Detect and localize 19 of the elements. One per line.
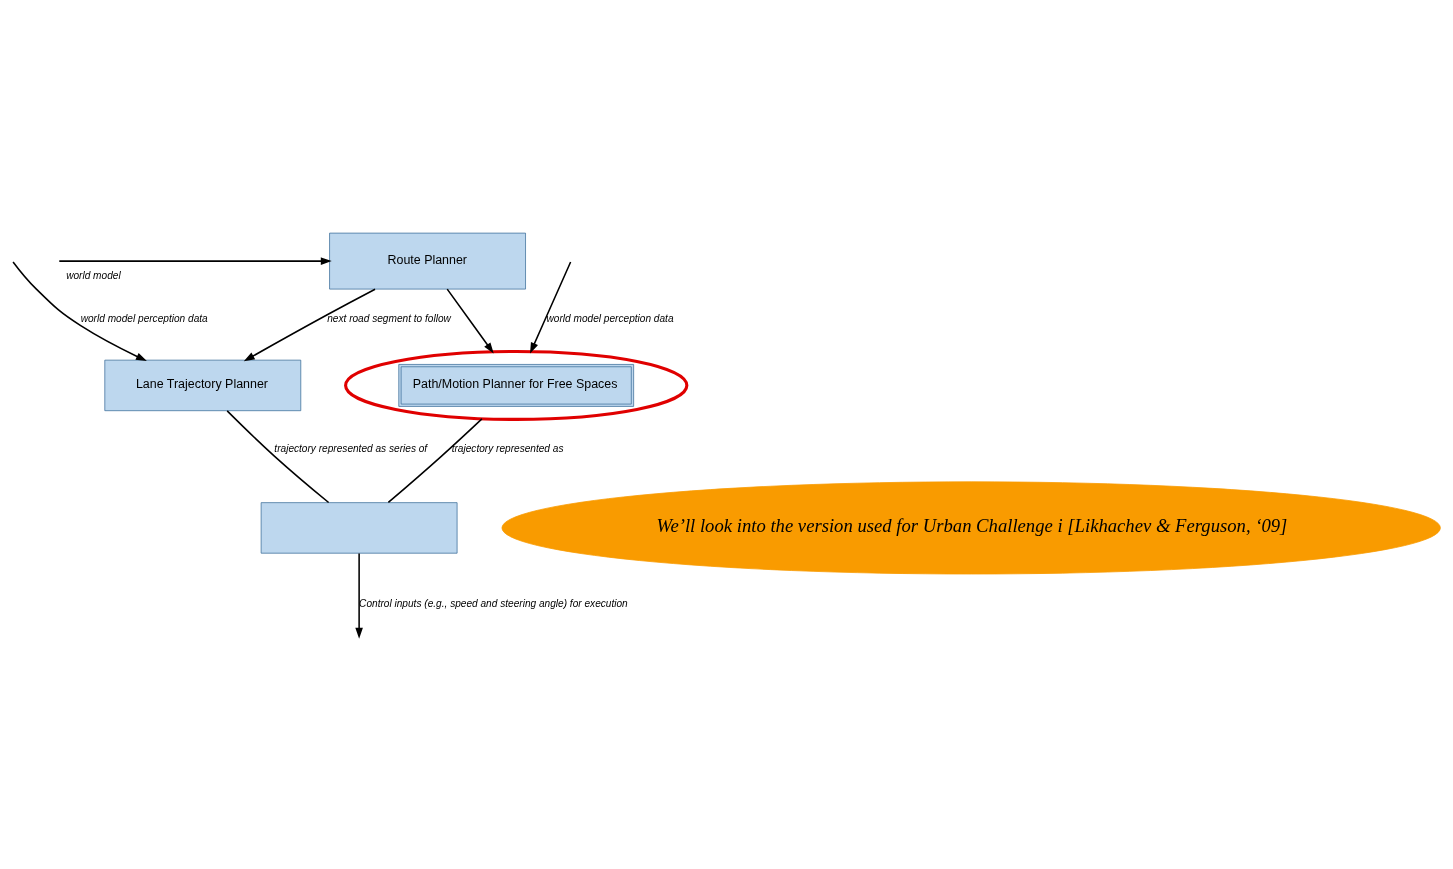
- arrow: [355, 552, 363, 639]
- arrow: [12, 260, 147, 361]
- edge-label: world model: [66, 269, 121, 281]
- edge-label: trajectory represented as series of: [274, 442, 428, 454]
- edge-label: world model perception data: [80, 312, 208, 324]
- arrow: [58, 256, 332, 265]
- arrow: [446, 287, 494, 353]
- node-ellipse: We’ll look into the version used for Urban Challenge i [Likhachev & Ferguson, ‘09]: [501, 480, 1441, 574]
- arrow: [530, 260, 572, 353]
- node-box: [260, 501, 458, 554]
- node-box: Lane Trajectory Planner: [104, 359, 302, 411]
- node-ellipse: Path/Motion Planner for Free Spaces: [344, 349, 689, 421]
- arrow: [243, 287, 376, 361]
- edge-label: trajectory represented as: [451, 442, 564, 454]
- connector: [226, 409, 330, 503]
- node-box: Route Planner: [329, 232, 526, 289]
- connector: [387, 417, 483, 503]
- edge-label: world model perception data: [546, 312, 674, 324]
- edge-label: next road segment to follow: [327, 312, 451, 324]
